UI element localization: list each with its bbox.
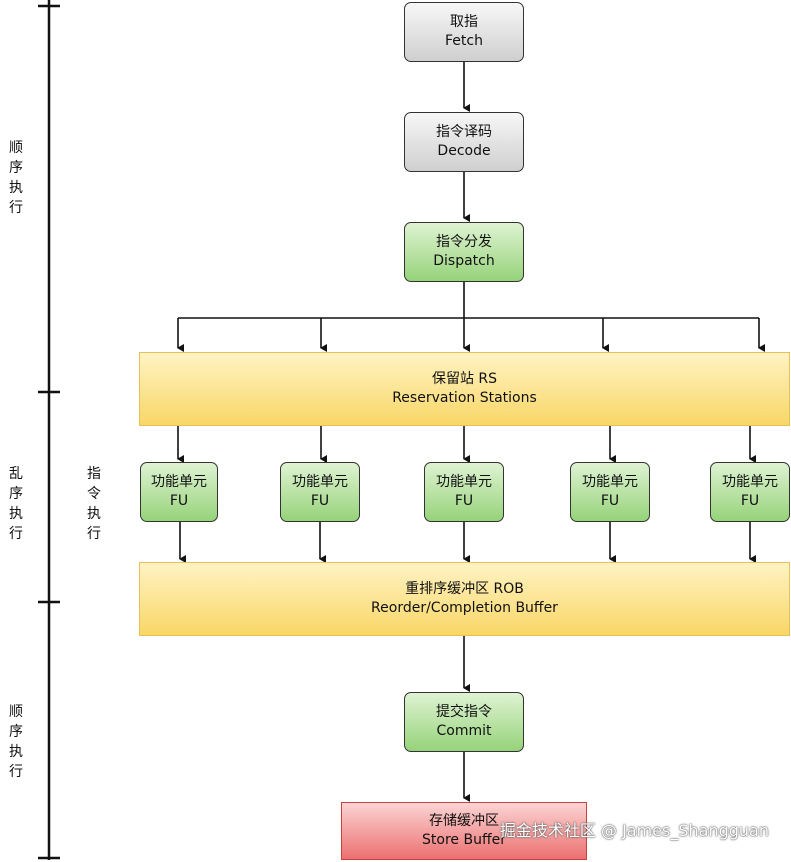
- fu-zh: 功能单元: [582, 474, 638, 490]
- fu-en: FU: [169, 493, 189, 509]
- fu-box-4: 功能单元 FU: [570, 462, 650, 522]
- fu-zh: 功能单元: [436, 474, 492, 490]
- rob-en: Reorder/Completion Buffer: [371, 600, 558, 616]
- fu-zh: 功能单元: [151, 474, 207, 490]
- label-instruction-exec: 指令执行: [87, 466, 101, 542]
- store-buffer-box: 存储缓冲区 Store Buffer: [341, 802, 587, 860]
- rs-en: Reservation Stations: [392, 390, 537, 406]
- fu-box-3: 功能单元 FU: [424, 462, 504, 522]
- fetch-en: Fetch: [445, 33, 483, 49]
- reorder-buffer-box: 重排序缓冲区 ROB Reorder/Completion Buffer: [139, 562, 790, 636]
- fetch-zh: 取指: [450, 14, 478, 30]
- store-en: Store Buffer: [422, 832, 506, 848]
- reservation-stations-box: 保留站 RS Reservation Stations: [139, 352, 790, 426]
- timeline: [38, 0, 60, 860]
- decode-box: 指令译码 Decode: [404, 112, 524, 172]
- fu-zh: 功能单元: [292, 474, 348, 490]
- watermark: 掘金技术社区 @ James_Shangguan: [499, 821, 769, 840]
- fu-en: FU: [600, 493, 620, 509]
- rob-zh: 重排序缓冲区 ROB: [405, 581, 524, 597]
- decode-en: Decode: [437, 143, 491, 159]
- rs-zh: 保留站 RS: [431, 371, 498, 387]
- decode-zh: 指令译码: [436, 124, 492, 140]
- commit-box: 提交指令 Commit: [404, 692, 524, 752]
- fu-box-2: 功能单元 FU: [280, 462, 360, 522]
- label-in-order-bottom: 顺序执行: [9, 704, 23, 780]
- commit-en: Commit: [436, 723, 492, 739]
- fu-en: FU: [740, 493, 760, 509]
- fu-box-1: 功能单元 FU: [140, 462, 218, 522]
- dispatch-en: Dispatch: [433, 253, 495, 269]
- commit-zh: 提交指令: [436, 704, 492, 720]
- store-zh: 存储缓冲区: [429, 813, 499, 829]
- fu-zh: 功能单元: [722, 474, 778, 490]
- label-out-of-order: 乱序执行: [9, 466, 23, 542]
- dispatch-zh: 指令分发: [436, 234, 492, 250]
- fu-box-5: 功能单元 FU: [710, 462, 790, 522]
- label-in-order-top: 顺序执行: [9, 140, 23, 216]
- fu-en: FU: [454, 493, 474, 509]
- fu-en: FU: [310, 493, 330, 509]
- fetch-box: 取指 Fetch: [404, 2, 524, 62]
- dispatch-box: 指令分发 Dispatch: [404, 222, 524, 282]
